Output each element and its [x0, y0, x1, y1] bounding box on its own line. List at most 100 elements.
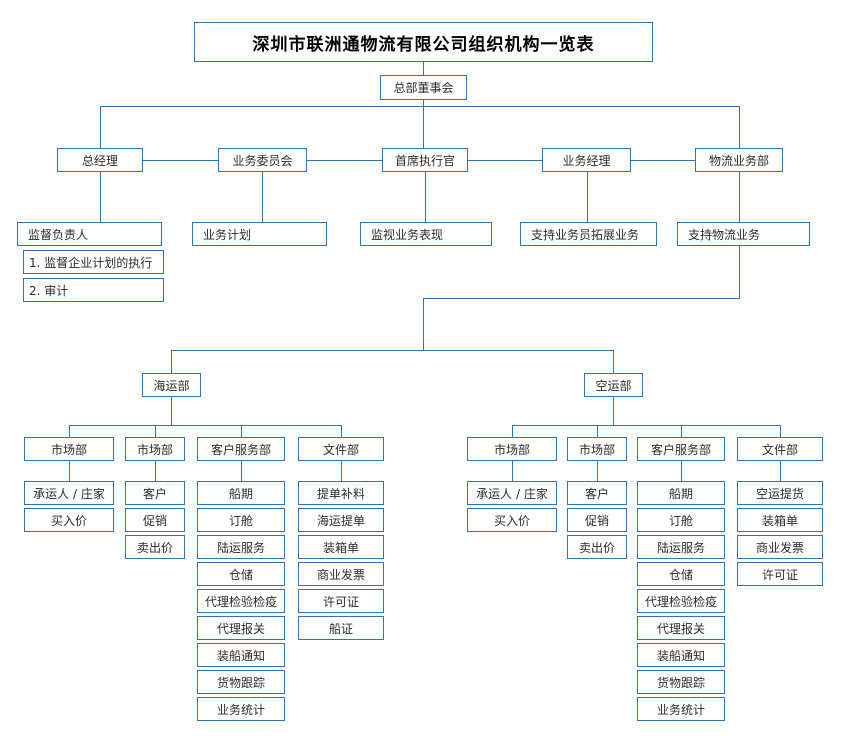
item-node: 买入价: [467, 508, 557, 532]
connector-line: [307, 160, 382, 161]
node-board: 总部董事会: [380, 75, 467, 100]
item-node: 客户: [125, 481, 185, 505]
connector-line: [69, 425, 70, 437]
connector-line: [241, 461, 242, 481]
connector-line: [423, 298, 424, 350]
connector-line: [613, 397, 614, 425]
item-node: 货物跟踪: [637, 670, 725, 694]
connector-line: [171, 350, 172, 373]
connector-line: [780, 425, 781, 437]
item-node: 客户: [567, 481, 627, 505]
connector-line: [597, 425, 598, 437]
item-node: 代理报关: [637, 616, 725, 640]
node-duty-support-logistics: 支持物流业务: [677, 222, 810, 246]
connector-line: [69, 425, 341, 426]
item-node: 装箱单: [298, 535, 384, 559]
item-node: 船期: [637, 481, 725, 505]
item-node: 买入价: [24, 508, 114, 532]
connector-line: [262, 172, 263, 222]
connector-line: [613, 350, 614, 373]
item-node: 船证: [298, 616, 384, 640]
item-node: 卖出价: [125, 535, 185, 559]
item-node: 承运人 / 庄家: [467, 481, 557, 505]
item-node: 代理检验检疫: [637, 589, 725, 613]
connector-line: [100, 106, 101, 148]
node-business-committee: 业务委员会: [218, 148, 307, 172]
connector-line: [681, 425, 682, 437]
department-node: 市场部: [125, 437, 185, 461]
node-duty-monitor-performance: 监视业务表现: [360, 222, 492, 246]
connector-line: [512, 461, 513, 481]
item-node: 装船通知: [637, 643, 725, 667]
item-node: 装船通知: [197, 643, 285, 667]
item-node: 装箱单: [737, 508, 823, 532]
connector-line: [155, 461, 156, 481]
connector-line: [597, 461, 598, 481]
item-node: 仓储: [637, 562, 725, 586]
node-general-manager: 总经理: [57, 148, 143, 172]
connector-line: [100, 106, 739, 107]
item-node: 业务统计: [197, 697, 285, 721]
connector-line: [341, 425, 342, 437]
connector-line: [739, 172, 740, 222]
connector-line: [739, 106, 740, 148]
item-node: 提单补料: [298, 481, 384, 505]
item-node: 海运提单: [298, 508, 384, 532]
department-node: 市场部: [24, 437, 114, 461]
connector-line: [780, 461, 781, 481]
connector-line: [69, 461, 70, 481]
item-node: 陆运服务: [197, 535, 285, 559]
connector-line: [423, 298, 740, 299]
item-node: 订舱: [637, 508, 725, 532]
connector-line: [468, 160, 542, 161]
node-note-2: 2. 审计: [23, 278, 164, 302]
node-logistics-business-dept: 物流业务部: [695, 148, 783, 172]
node-duty-business-plan: 业务计划: [192, 222, 327, 246]
department-node: 客户服务部: [637, 437, 725, 461]
item-node: 业务统计: [637, 697, 725, 721]
department-node: 文件部: [737, 437, 823, 461]
item-node: 商业发票: [298, 562, 384, 586]
item-node: 代理报关: [197, 616, 285, 640]
connector-line: [631, 160, 695, 161]
chart-title: 深圳市联洲通物流有限公司组织机构一览表: [194, 22, 653, 62]
connector-line: [681, 461, 682, 481]
connector-line: [512, 425, 780, 426]
connector-line: [100, 172, 101, 222]
connector-line: [171, 350, 614, 351]
item-node: 仓储: [197, 562, 285, 586]
connector-line: [171, 397, 172, 425]
node-duty-support-sales: 支持业务员拓展业务: [520, 222, 657, 246]
node-ceo: 首席执行官: [382, 148, 468, 172]
item-node: 促销: [567, 508, 627, 532]
node-air-freight-division: 空运部: [584, 373, 643, 397]
connector-line: [423, 62, 424, 75]
connector-line: [512, 425, 513, 437]
department-node: 客户服务部: [197, 437, 285, 461]
connector-line: [241, 425, 242, 437]
item-node: 空运提货: [737, 481, 823, 505]
connector-line: [587, 172, 588, 222]
item-node: 商业发票: [737, 535, 823, 559]
node-sea-freight-division: 海运部: [142, 373, 201, 397]
connector-line: [341, 461, 342, 481]
connector-line: [423, 100, 424, 148]
connector-line: [425, 172, 426, 222]
item-node: 订舱: [197, 508, 285, 532]
department-node: 文件部: [298, 437, 384, 461]
connector-line: [739, 246, 740, 298]
node-duty-supervisor: 监督负责人: [17, 222, 162, 246]
item-node: 货物跟踪: [197, 670, 285, 694]
department-node: 市场部: [467, 437, 557, 461]
node-business-manager: 业务经理: [542, 148, 631, 172]
node-note-1: 1. 监督企业计划的执行: [23, 250, 164, 274]
department-node: 市场部: [567, 437, 627, 461]
item-node: 促销: [125, 508, 185, 532]
item-node: 许可证: [298, 589, 384, 613]
connector-line: [155, 425, 156, 437]
connector-line: [143, 160, 218, 161]
item-node: 船期: [197, 481, 285, 505]
item-node: 许可证: [737, 562, 823, 586]
item-node: 陆运服务: [637, 535, 725, 559]
